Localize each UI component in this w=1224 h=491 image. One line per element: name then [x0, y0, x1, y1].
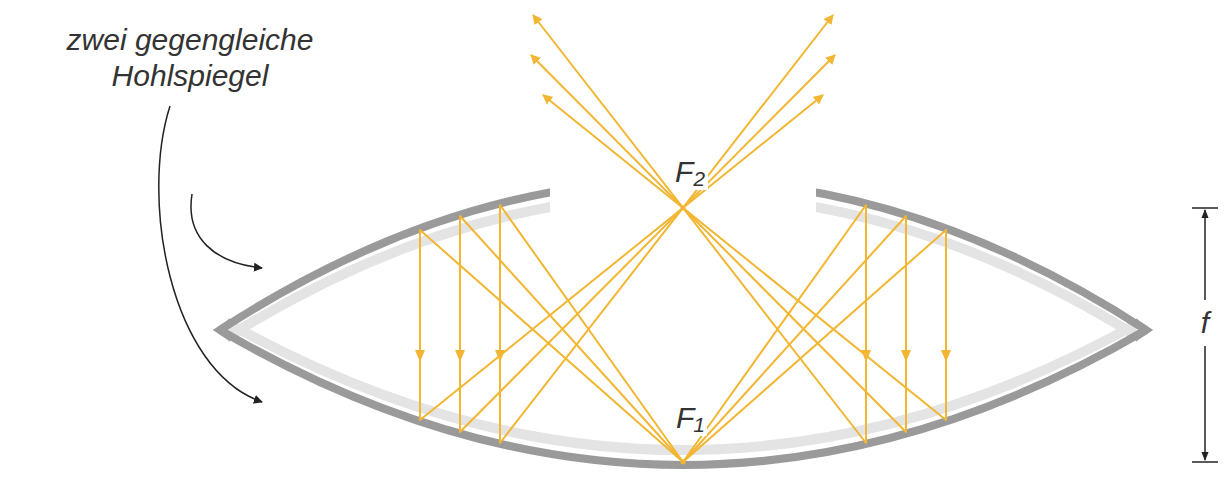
ray-direction-arrows [415, 350, 951, 362]
ray-arrow [495, 350, 505, 362]
dimension-label: f [1198, 305, 1212, 341]
ray-arrow [455, 350, 465, 362]
mirror-opening [550, 150, 816, 220]
ray-arrow [941, 350, 951, 362]
leader-arrow [159, 106, 262, 402]
light-ray [460, 55, 835, 462]
dimension-line [1204, 210, 1206, 300]
dimension-tick [1192, 207, 1218, 209]
focal-point-label: F₂ [672, 154, 708, 190]
leader-arrow [191, 194, 262, 268]
callout-label: zwei gegengleiche Hohlspiegel [45, 22, 335, 94]
ray-arrow [415, 350, 425, 362]
dimension-line [1204, 346, 1206, 460]
mirror-tip [1134, 322, 1146, 338]
light-ray [420, 95, 823, 462]
mirror-shade [226, 322, 1140, 450]
lower-mirror [220, 330, 1146, 465]
ray-arrow [861, 350, 871, 362]
focal-point-label: F₁ [673, 400, 707, 436]
light-ray [543, 95, 946, 462]
dimension-tick [1192, 461, 1218, 463]
mirror-tip [220, 322, 232, 338]
light-ray [500, 15, 833, 462]
light-rays [420, 15, 946, 462]
light-ray [531, 55, 906, 462]
dimension-f [1192, 208, 1218, 462]
focal-point [681, 460, 686, 465]
focal-point [681, 206, 686, 211]
light-ray [533, 15, 866, 462]
ray-arrow [901, 350, 911, 362]
